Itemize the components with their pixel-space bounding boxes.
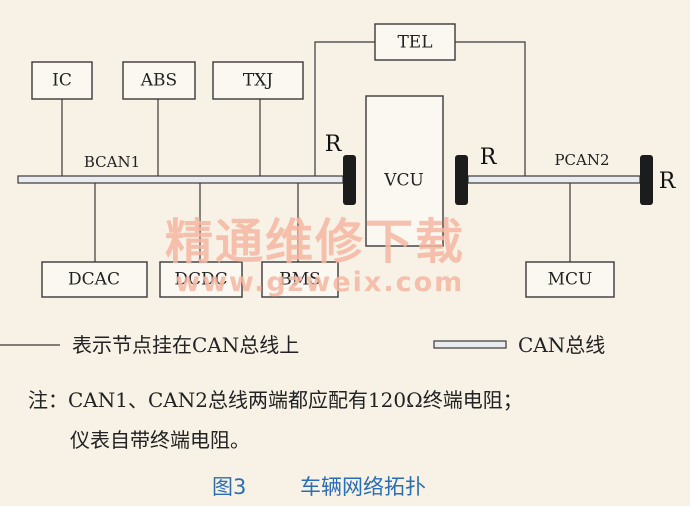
bms-box [261,261,339,298]
resistor-right [640,155,653,205]
resistor-left [343,155,356,205]
r-label-mid: R [480,145,498,170]
mcu-box [525,261,615,298]
dcdc-label: DCDC [174,270,227,290]
note-line-2: 仪表自带终端电阻。 [70,428,250,452]
legend-bus-text: CAN总线 [518,333,605,357]
wire-tel-right [455,41,526,176]
dcac-label: DCAC [68,270,120,290]
legend-bus-symbol [433,340,507,349]
watermark-text: 精通维修下载 [165,214,465,270]
abs-box [122,61,196,100]
watermark-url: www.gzweix.com [175,267,464,298]
dcac-box [41,261,148,298]
note-line-1: 注：CAN1、CAN2总线两端都应配有120Ω终端电阻； [28,388,523,412]
resistor-mid [455,155,468,205]
txj-box [212,61,304,100]
bcan1-label: BCAN1 [84,153,140,171]
caption-title: 车辆网络拓扑 [300,475,426,499]
txj-label: TXJ [243,71,273,91]
pcan2-bus [467,175,641,184]
abs-label: ABS [140,71,177,91]
r-label-left: R [325,132,343,157]
pcan2-label: PCAN2 [554,151,609,169]
ic-box [31,61,93,100]
bcan1-bus [17,175,344,184]
caption-figure-number: 图3 [212,475,246,499]
wire-tel [314,41,375,176]
r-label-right: R [659,169,677,194]
vcu-box [365,95,444,247]
dcdc-box [159,261,243,298]
mcu-label: MCU [548,270,593,290]
tel-box [374,23,456,61]
bms-label: BMS [279,270,321,290]
legend-node-text: 表示节点挂在CAN总线上 [72,333,299,357]
tel-label: TEL [397,33,432,53]
vcu-label: VCU [383,171,424,191]
ic-label: IC [52,71,72,91]
